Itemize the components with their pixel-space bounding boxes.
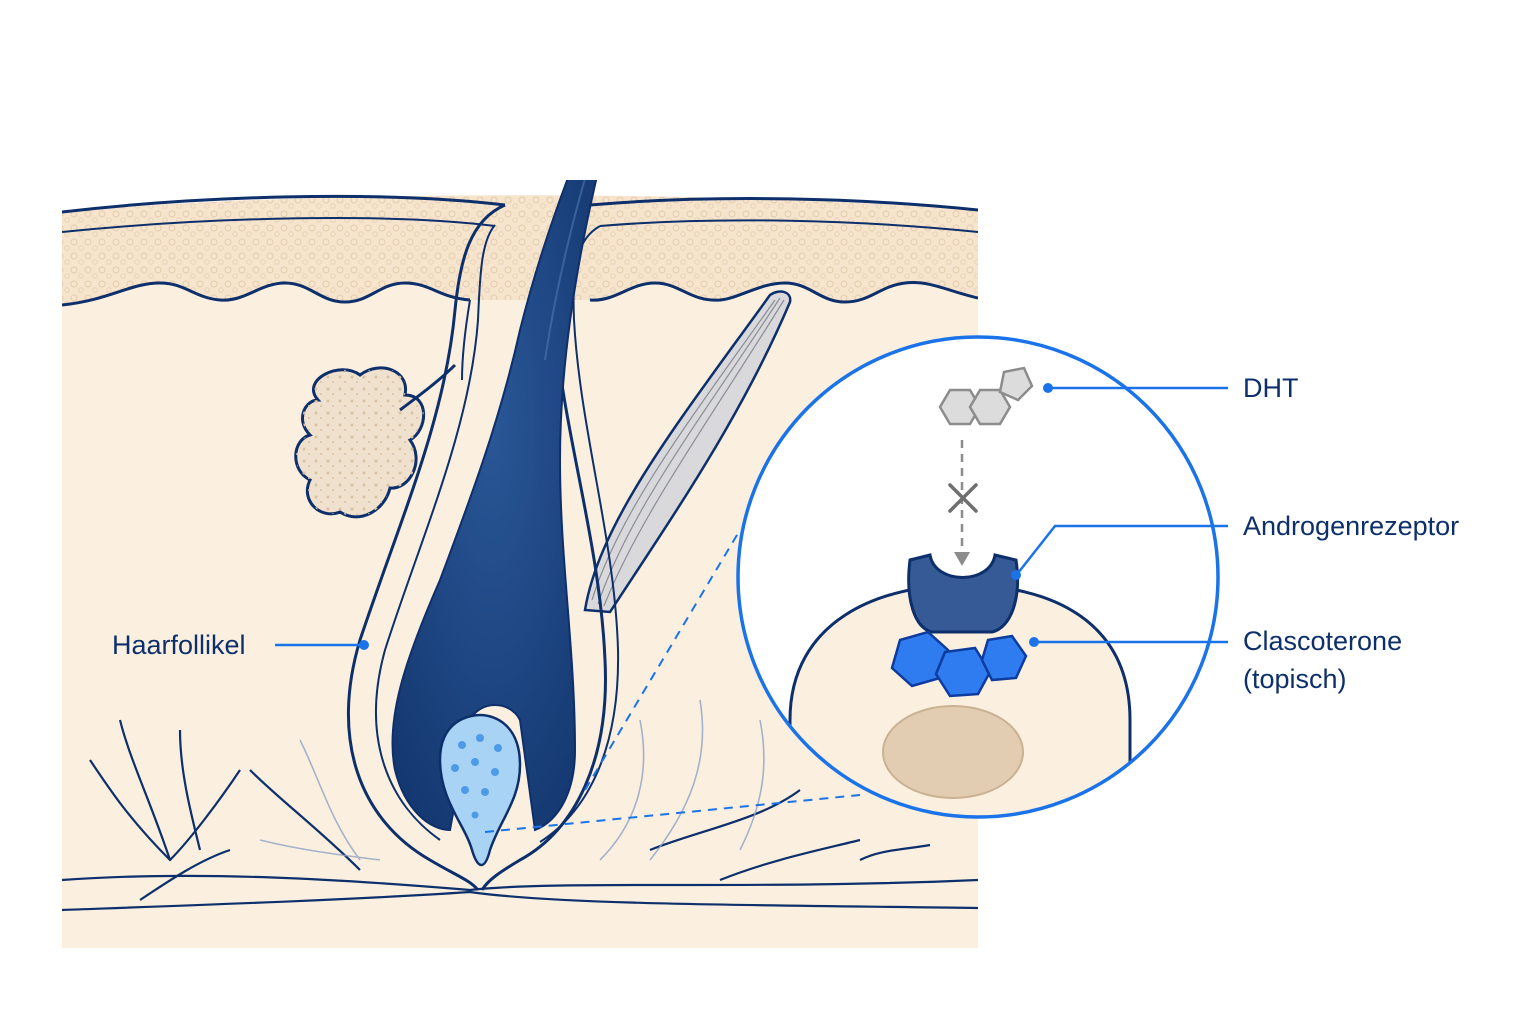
label-dht: DHT bbox=[1243, 373, 1299, 403]
dermal-junction-line bbox=[62, 281, 471, 307]
callout-dot-dht bbox=[1043, 383, 1053, 393]
arrow-head-icon bbox=[954, 552, 970, 566]
skin-cross-section bbox=[62, 180, 978, 948]
cell-nucleus bbox=[882, 705, 1024, 799]
androgen-receptor-shape bbox=[907, 553, 1020, 634]
label-clascoterone-topical: (topisch) bbox=[1243, 664, 1347, 694]
zoom-inset bbox=[736, 335, 1220, 819]
label-clascoterone: Clascoterone bbox=[1243, 626, 1402, 656]
steroid-molecule-icon bbox=[938, 366, 1034, 426]
callouts bbox=[275, 386, 1228, 647]
dermal-papilla bbox=[438, 713, 522, 867]
callout-dot-clascoterone bbox=[1029, 637, 1039, 647]
hexagon-molecule-icon bbox=[890, 630, 1028, 698]
arrector-pili-muscle bbox=[583, 290, 792, 614]
callout-dot-receptor bbox=[1011, 570, 1021, 580]
blood-vessels bbox=[62, 719, 978, 912]
x-mark-icon bbox=[948, 483, 978, 513]
sebaceous-gland bbox=[294, 363, 457, 519]
zoom-connector bbox=[484, 529, 861, 833]
label-hair-follicle: Haarfollikel bbox=[112, 630, 246, 660]
label-androgen-receptor: Androgenrezeptor bbox=[1243, 511, 1459, 541]
callout-dot-follicle bbox=[359, 640, 369, 650]
